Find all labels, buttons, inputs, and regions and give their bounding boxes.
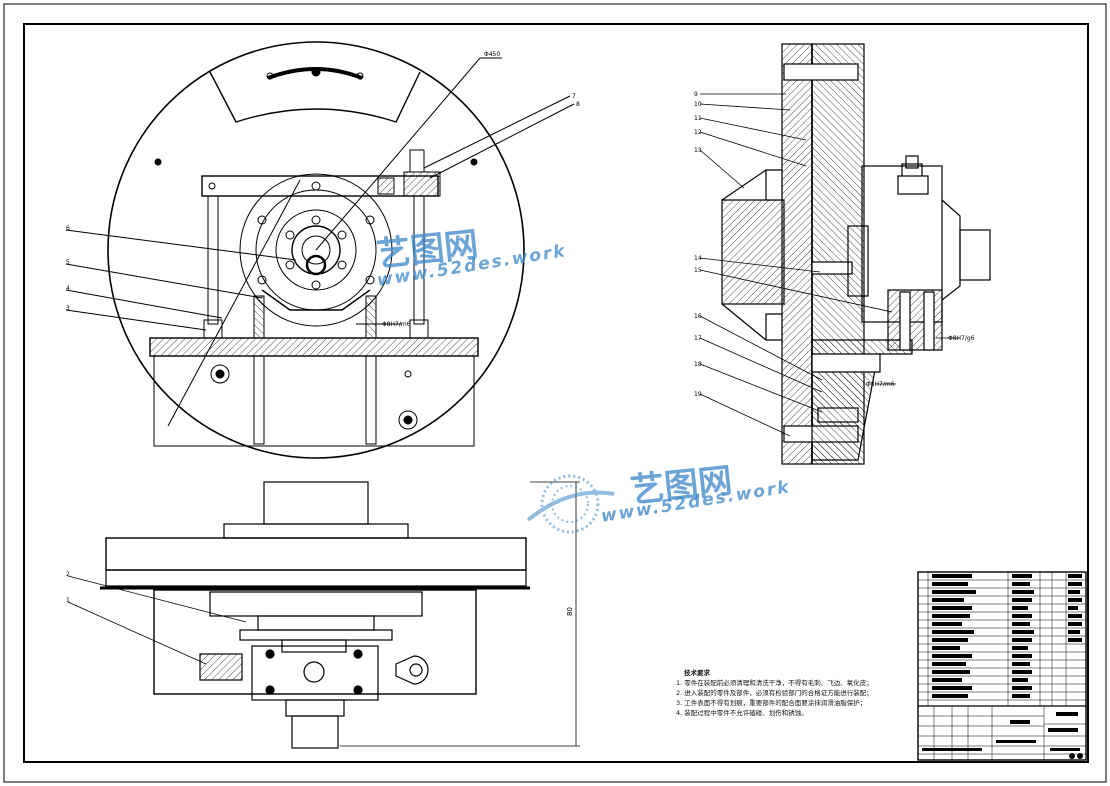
- balloon-19: 19: [694, 391, 702, 398]
- side-fit-label-2: Φ8H7/m6: [866, 381, 895, 388]
- bottom-balloons: 2 1: [66, 571, 70, 604]
- balloon-13: 13: [694, 147, 702, 154]
- balloon-10: 10: [694, 101, 702, 108]
- balloon-1: 1: [66, 597, 70, 604]
- balloon-5: 5: [66, 259, 70, 266]
- balloon-4: 4: [66, 285, 70, 292]
- balloon-14: 14: [694, 255, 702, 262]
- front-fit-label: Φ8H7/m6: [382, 321, 411, 328]
- balloon-7: 7: [572, 93, 576, 100]
- inner-border: [23, 23, 1089, 763]
- balloon-11: 11: [694, 115, 702, 122]
- balloon-12: 12: [694, 129, 702, 136]
- bottom-view: [67, 481, 580, 749]
- note-item-1: 1. 零件在装配前必须清理和清洗干净，不得有毛刺、飞边、氧化皮；: [676, 679, 873, 687]
- side-section-view: [699, 43, 991, 465]
- balloon-3: 3: [66, 305, 70, 312]
- outer-border: [3, 3, 1107, 783]
- balloon-16: 16: [694, 313, 702, 320]
- title-block: [917, 571, 1087, 761]
- front-balloons: 7 8 6 5 4 3: [66, 93, 580, 312]
- balloon-2: 2: [66, 571, 70, 578]
- front-view: [65, 41, 575, 459]
- balloon-15: 15: [694, 267, 702, 274]
- watermark-globe-icon: [526, 474, 615, 534]
- note-item-3: 3. 工件表面不得有划痕，重要部件的配合面要涂抹润滑油脂保护；: [676, 699, 867, 707]
- technical-notes: 技术要求 1. 零件在装配前必须清理和清洗干净，不得有毛刺、飞边、氧化皮； 2.…: [676, 668, 896, 718]
- front-dia-label: Φ450: [484, 51, 500, 58]
- side-balloons: 9 10 11 12 13 14 15 16 17 18 19: [694, 91, 702, 398]
- side-fit-label-1: Φ8H7/g6: [948, 335, 975, 342]
- balloon-8: 8: [576, 101, 580, 108]
- note-item-4: 4. 装配过程中零件不允许磕碰、划伤和锈蚀。: [676, 709, 808, 717]
- balloon-6: 6: [66, 225, 70, 232]
- balloon-9: 9: [694, 91, 698, 98]
- balloon-17: 17: [694, 335, 702, 342]
- bottom-dim-label: 80: [566, 607, 574, 616]
- balloon-18: 18: [694, 361, 702, 368]
- notes-title: 技术要求: [684, 669, 710, 677]
- note-item-2: 2. 进入装配的零件及部件，必须有检验部门的合格证方能进行装配；: [676, 689, 873, 697]
